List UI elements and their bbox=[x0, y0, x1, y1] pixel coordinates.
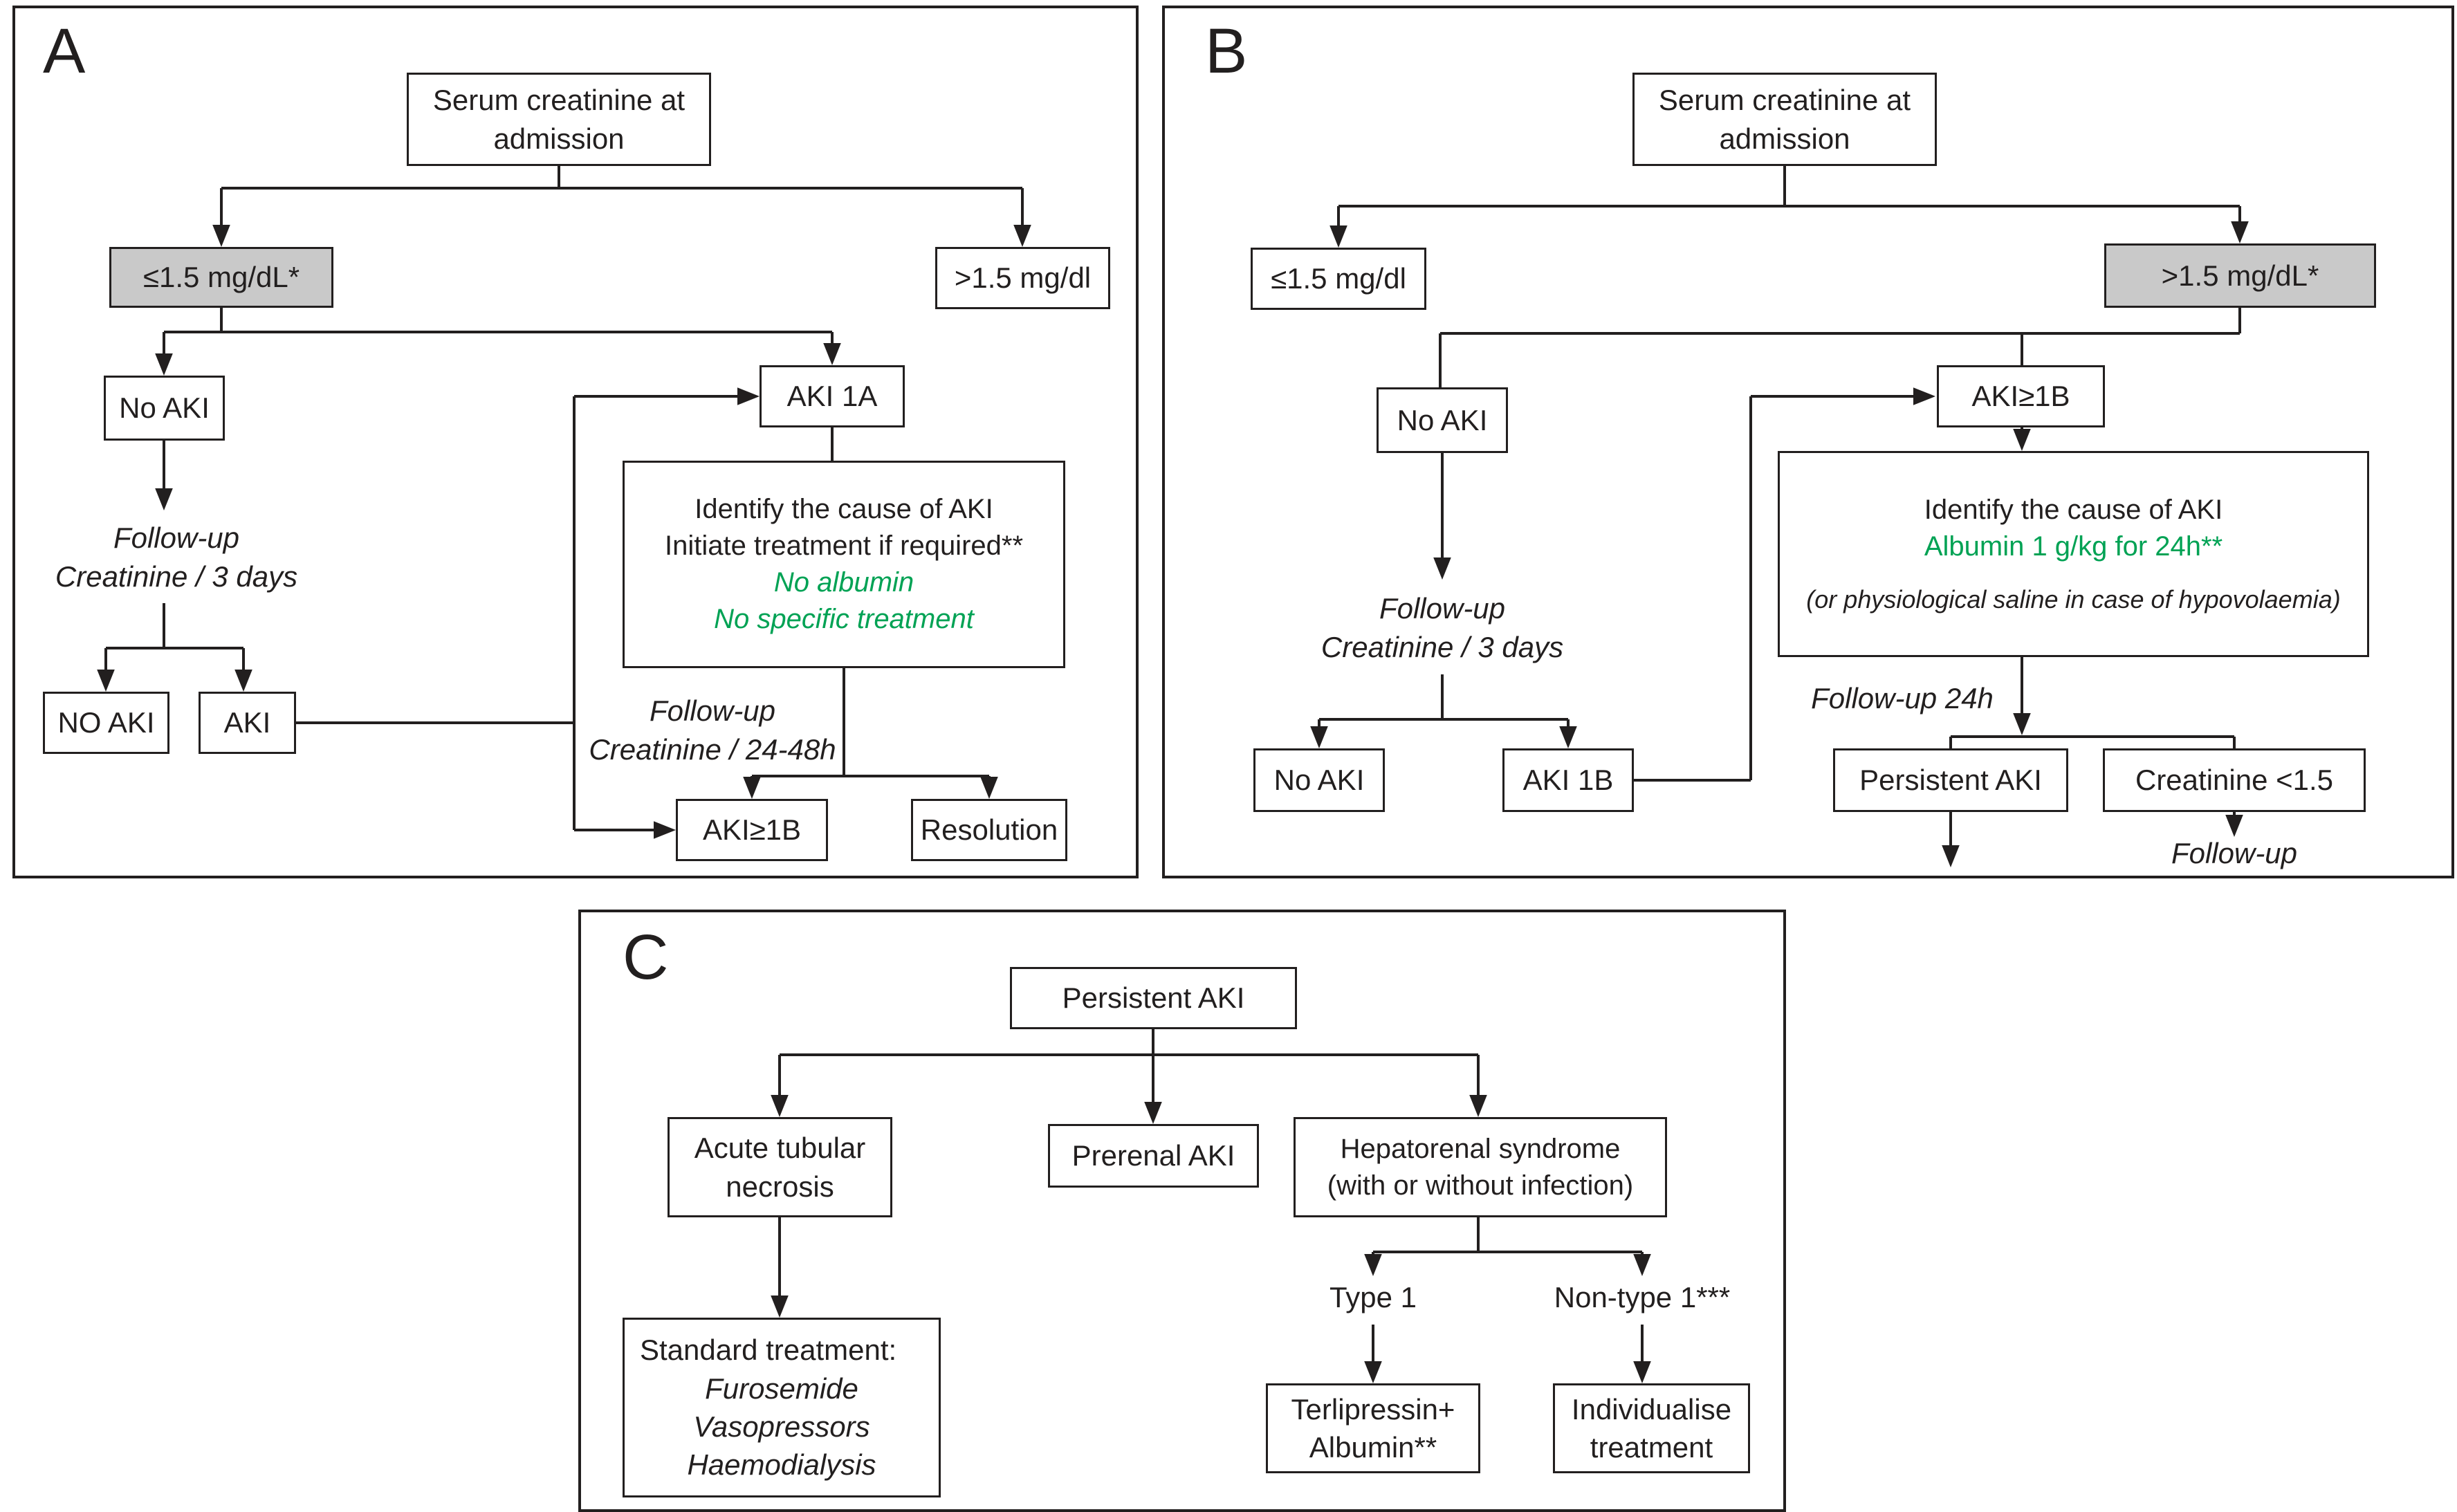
text-non-type1: Non-type 1*** bbox=[1531, 1278, 1753, 1317]
node-no-aki-caps-a: NO AKI bbox=[43, 692, 169, 754]
label: Identify the cause of AKI bbox=[1924, 495, 2223, 526]
label: Creatinine / 24-48h bbox=[589, 732, 836, 766]
label: Resolution bbox=[920, 813, 1058, 847]
label: Creatinine / 3 days bbox=[55, 560, 298, 593]
label: AKI 1B bbox=[1522, 764, 1614, 797]
panel-b bbox=[1162, 6, 2454, 878]
label: Persistent AKI bbox=[1859, 764, 2042, 797]
label: (with or without infection) bbox=[1327, 1170, 1634, 1201]
node-hepatorenal-syndrome: Hepatorenal syndrome (with or without in… bbox=[1294, 1117, 1667, 1217]
panel-c-label: C bbox=[623, 922, 669, 993]
label: Type 1 bbox=[1329, 1281, 1417, 1313]
label: Individualise bbox=[1571, 1392, 1732, 1426]
node-prerenal-aki: Prerenal AKI bbox=[1048, 1124, 1259, 1188]
label: Follow-up bbox=[2171, 837, 2298, 869]
node-no-aki-a: No AKI bbox=[104, 376, 225, 441]
node-serum-creatinine-a: Serum creatinine at admission bbox=[407, 73, 711, 166]
label: No AKI bbox=[1397, 403, 1488, 436]
panel-a bbox=[12, 6, 1139, 878]
node-no-aki-2-b: No AKI bbox=[1253, 748, 1385, 812]
node-aki-1a: AKI 1A bbox=[760, 365, 905, 427]
label: Vasopressors bbox=[693, 1410, 870, 1443]
label: AKI≥1B bbox=[702, 813, 802, 847]
label: treatment bbox=[1590, 1431, 1713, 1464]
label: Furosemide bbox=[705, 1372, 858, 1405]
label: Serum creatinine at bbox=[1658, 84, 1911, 117]
label: Identify the cause of AKI bbox=[694, 494, 993, 525]
node-resolution-a: Resolution bbox=[911, 799, 1067, 861]
node-le15-a: ≤1.5 mg/dL* bbox=[109, 247, 333, 308]
panel-c bbox=[578, 910, 1786, 1512]
node-terlipressin-albumin: Terlipressin+ Albumin** bbox=[1266, 1383, 1480, 1473]
text-followup-b: Follow-up bbox=[2131, 834, 2338, 873]
label: Albumin** bbox=[1309, 1431, 1437, 1464]
node-identify-cause-a: Identify the cause of AKI Initiate treat… bbox=[623, 461, 1065, 668]
text-type1: Type 1 bbox=[1304, 1278, 1442, 1317]
node-aki-ge1b-a: AKI≥1B bbox=[676, 799, 828, 861]
node-aki-ge1b-b: AKI≥1B bbox=[1937, 365, 2105, 427]
text-followup-2448-a: Follow-up Creatinine / 24-48h bbox=[589, 692, 836, 769]
label: Non-type 1*** bbox=[1554, 1281, 1731, 1313]
label: No albumin bbox=[773, 567, 914, 598]
node-serum-creatinine-b: Serum creatinine at admission bbox=[1632, 73, 1937, 166]
node-identify-cause-b: Identify the cause of AKI Albumin 1 g/kg… bbox=[1778, 451, 2369, 657]
node-no-aki-b: No AKI bbox=[1377, 387, 1508, 453]
label: Standard treatment: bbox=[640, 1334, 897, 1367]
label: Follow-up 24h bbox=[1811, 682, 1994, 714]
label: ≤1.5 mg/dl bbox=[1271, 262, 1406, 295]
node-acute-tubular-necrosis: Acute tubular necrosis bbox=[668, 1117, 892, 1217]
label: Initiate treatment if required** bbox=[664, 531, 1024, 562]
label: admission bbox=[1719, 122, 1850, 155]
label: Creatinine / 3 days bbox=[1320, 630, 1564, 663]
label: Haemodialysis bbox=[687, 1448, 876, 1482]
label: AKI bbox=[223, 706, 271, 739]
label: Prerenal AKI bbox=[1071, 1139, 1235, 1172]
label: Acute tubular bbox=[694, 1132, 866, 1165]
label: necrosis bbox=[726, 1170, 834, 1203]
panel-a-label: A bbox=[43, 16, 86, 86]
panel-b-label: B bbox=[1205, 16, 1248, 86]
label: Hepatorenal syndrome bbox=[1340, 1133, 1621, 1164]
label: No specific treatment bbox=[714, 603, 974, 634]
label: AKI≥1B bbox=[1971, 380, 2070, 413]
node-aki-a: AKI bbox=[199, 692, 296, 754]
node-persistent-aki-c: Persistent AKI bbox=[1010, 967, 1297, 1029]
node-standard-treatment: Standard treatment: Furosemide Vasopress… bbox=[623, 1318, 941, 1497]
node-le15-b: ≤1.5 mg/dl bbox=[1251, 248, 1426, 310]
label: AKI 1A bbox=[786, 380, 878, 413]
node-individualise-treatment: Individualise treatment bbox=[1553, 1383, 1750, 1473]
label: Albumin 1 g/kg for 24h** bbox=[1924, 531, 2223, 562]
label: No AKI bbox=[119, 391, 210, 425]
label: Creatinine <1.5 bbox=[2135, 764, 2334, 797]
node-creatinine-lt15-b: Creatinine <1.5 bbox=[2103, 748, 2366, 812]
label: Persistent AKI bbox=[1062, 981, 1245, 1015]
label: No AKI bbox=[1273, 764, 1365, 797]
label: (or physiological saline in case of hypo… bbox=[1806, 585, 2341, 614]
label: Terlipressin+ bbox=[1291, 1392, 1455, 1426]
node-persistent-aki-b: Persistent AKI bbox=[1833, 748, 2068, 812]
node-gt15-a: >1.5 mg/dl bbox=[935, 247, 1110, 309]
label: Serum creatinine at bbox=[432, 84, 685, 117]
label: Follow-up bbox=[649, 694, 776, 727]
text-followup-24h-b: Follow-up 24h bbox=[1792, 679, 2013, 718]
text-followup-3days-b: Follow-up Creatinine / 3 days bbox=[1311, 589, 1574, 667]
label: NO AKI bbox=[57, 706, 155, 739]
text-followup-3days-a: Follow-up Creatinine / 3 days bbox=[45, 519, 308, 596]
label: Follow-up bbox=[113, 522, 240, 554]
label: >1.5 mg/dL* bbox=[2161, 259, 2319, 292]
node-aki-1b-b: AKI 1B bbox=[1502, 748, 1634, 812]
node-gt15-b: >1.5 mg/dL* bbox=[2104, 243, 2376, 308]
label: ≤1.5 mg/dL* bbox=[142, 261, 300, 294]
label: >1.5 mg/dl bbox=[954, 261, 1092, 295]
label: Follow-up bbox=[1379, 592, 1506, 625]
label: admission bbox=[493, 122, 625, 155]
